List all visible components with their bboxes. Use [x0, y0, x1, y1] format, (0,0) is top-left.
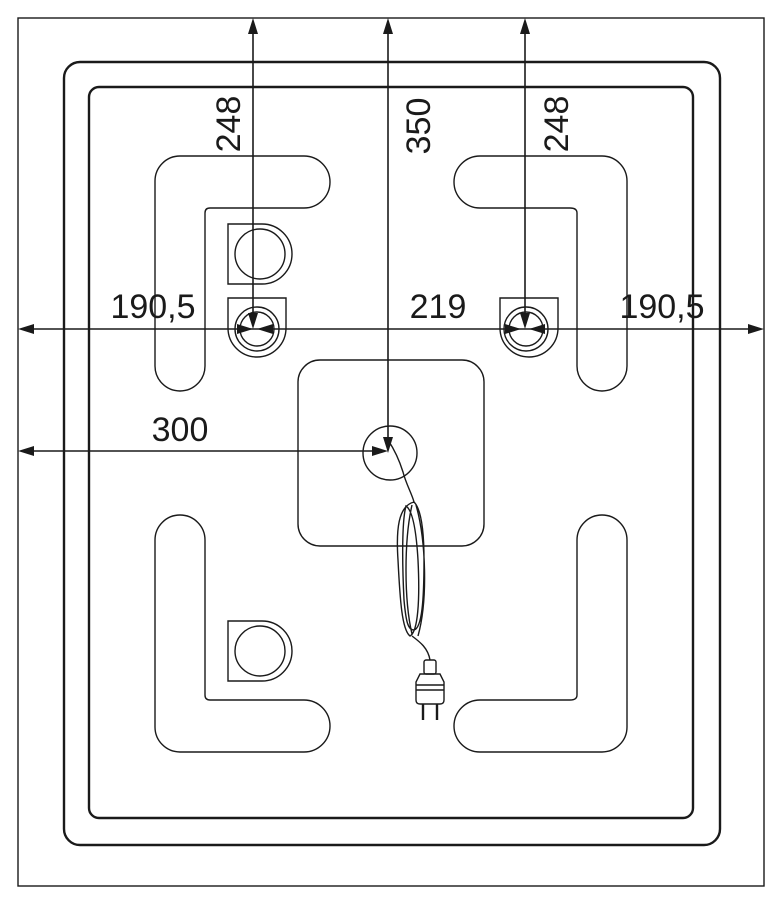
label-cable-horizontal: 300: [152, 411, 209, 449]
label-top-left-vertical: 248: [210, 96, 248, 153]
label-top-right-vertical: 248: [538, 96, 576, 153]
power-cable: [387, 439, 415, 503]
dimension-line-cable: [18, 446, 388, 456]
cable-exit-circle: [362, 425, 418, 481]
bracket-bottom-left: [154, 514, 331, 753]
bracket-bottom-right: [453, 514, 628, 753]
label-center-horizontal: 219: [410, 288, 467, 326]
hanger-top-left: [227, 223, 293, 285]
bracket-top-left: [154, 155, 331, 392]
cable-coil: [396, 501, 426, 637]
label-right-horizontal: 190,5: [619, 288, 704, 326]
keyhole-mount-left: [227, 297, 287, 358]
label-left-horizontal: 190,5: [110, 288, 195, 326]
bracket-top-right: [453, 155, 628, 392]
dimension-line-horizontal-mounts: [18, 324, 764, 334]
dimension-line-top-right: [520, 18, 530, 329]
outer-border: [17, 17, 765, 887]
cable-to-plug: [411, 635, 431, 661]
mirror-outer-edge: [62, 60, 722, 847]
central-electronics-box: [297, 359, 485, 547]
dimension-line-center: [383, 18, 393, 453]
hanger-bottom-left: [227, 620, 293, 682]
mirror-inner-edge: [87, 85, 695, 820]
label-center-vertical: 350: [400, 98, 438, 155]
power-plug: [415, 659, 445, 720]
dimension-line-top-left: [248, 18, 258, 329]
